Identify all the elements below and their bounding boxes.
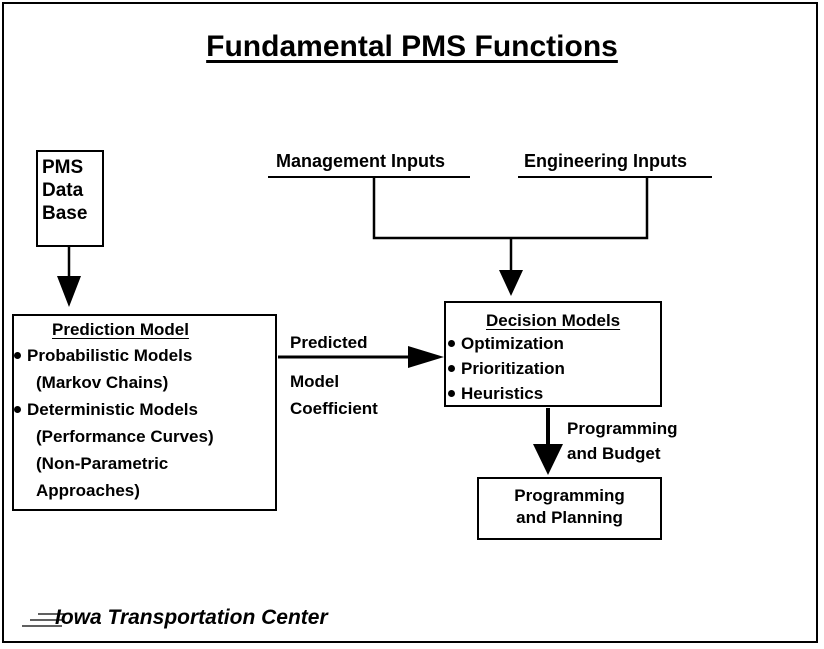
decision-item-1: Optimization: [448, 334, 564, 354]
footer-organization: Iowa Transportation Center: [55, 606, 328, 629]
prediction-line-2: (Markov Chains): [36, 373, 169, 392]
programming-label: Programming: [567, 419, 678, 438]
prediction-line-4: (Performance Curves): [36, 427, 214, 446]
prediction-model-title: Prediction Model: [52, 320, 189, 339]
planning-line-2: and Planning: [516, 508, 623, 527]
bullet-icon: [448, 390, 455, 398]
planning-line-1: Programming: [514, 486, 625, 505]
prediction-line-6: Approaches): [36, 481, 140, 500]
management-inputs-label: Management Inputs: [276, 151, 446, 171]
inputs-arrowhead: [499, 270, 523, 296]
prediction-line-5: (Non-Parametric: [36, 454, 169, 473]
slide-title: Fundamental PMS Functions: [206, 30, 618, 63]
prediction-model-box: Prediction Model Probabilistic Models (M…: [12, 314, 277, 511]
and-budget-label: and Budget: [567, 444, 661, 463]
bullet-icon: [14, 406, 21, 414]
programming-planning-box: Programming and Planning: [477, 477, 662, 540]
database-arrowhead: [57, 276, 81, 307]
data-base-line-3: Base: [42, 203, 88, 224]
prediction-arrowhead: [408, 346, 444, 368]
decision-models-title: Decision Models: [486, 311, 621, 330]
inputs-merge-line: [372, 177, 649, 240]
pms-data-base-box: PMS Data Base: [36, 150, 104, 247]
data-base-line-1: PMS: [42, 157, 84, 178]
predicted-label: Predicted: [290, 333, 368, 352]
slide-frame: [2, 2, 818, 643]
data-base-line-2: Data: [42, 180, 84, 201]
bullet-icon: [448, 340, 455, 348]
coefficient-label: Coefficient: [290, 399, 378, 418]
engineering-inputs-label: Engineering Inputs: [524, 151, 688, 171]
model-label: Model: [290, 372, 340, 391]
decision-models-box: Decision Models Optimization Prioritizat…: [444, 301, 662, 407]
decision-arrowhead: [533, 444, 563, 475]
bullet-icon: [14, 352, 21, 360]
prediction-line-3: Deterministic Models: [14, 400, 198, 420]
decision-item-2: Prioritization: [448, 359, 565, 379]
bullet-icon: [448, 365, 455, 373]
decision-item-3: Heuristics: [448, 384, 543, 404]
prediction-line-1: Probabilistic Models: [14, 346, 192, 366]
